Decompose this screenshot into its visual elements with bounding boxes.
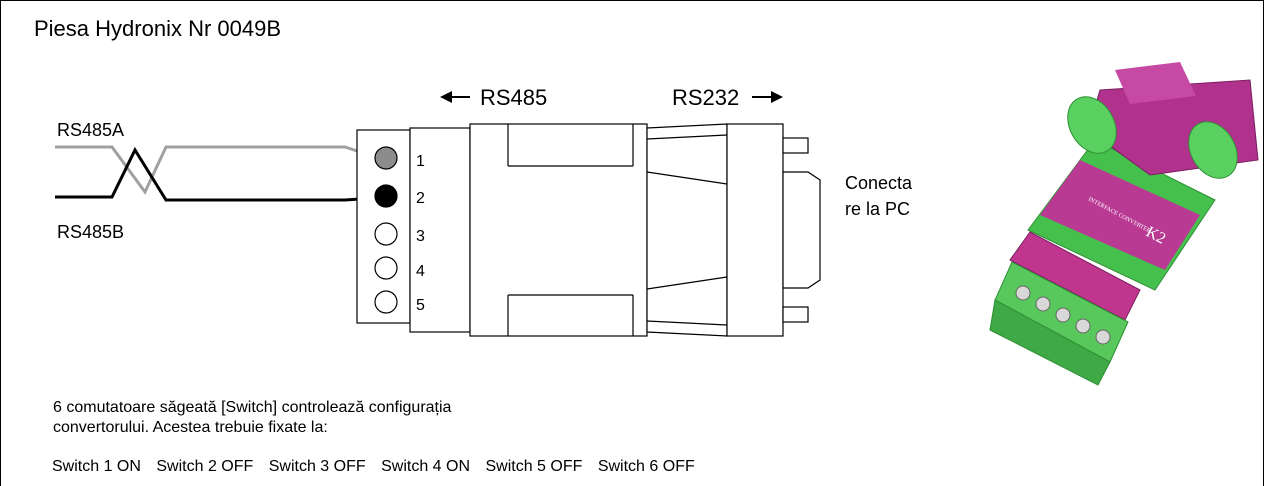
switch-4-setting: Switch 4 ON — [381, 458, 471, 475]
pc-connection-label-line1: Conecta — [845, 173, 913, 193]
converter-detail-lines — [507, 124, 728, 336]
switch-settings: Switch 1 ON Switch 2 OFF Switch 3 OFF Sw… — [52, 458, 706, 476]
wire-b-label: RS485B — [57, 222, 125, 242]
diagram-title: Piesa Hydronix Nr 0049B — [34, 16, 282, 41]
wire-a-label: RS485A — [57, 120, 125, 140]
pin-number-5: 5 — [416, 297, 425, 314]
pin-number-1: 1 — [416, 153, 425, 170]
switch-3-setting: Switch 3 OFF — [268, 458, 366, 475]
terminal-pin-2 — [374, 184, 398, 208]
switch-note-line2: convertorului. Acestea trebuie fixate la… — [53, 419, 328, 436]
rs232-direction-label: RS232 — [672, 85, 740, 110]
switch-1-setting: Switch 1 ON — [52, 458, 141, 475]
arrow-left-icon — [440, 91, 470, 103]
converter-body — [409, 123, 821, 337]
wire-rs485a — [55, 145, 376, 195]
terminal-pin-4 — [374, 256, 398, 280]
pin-number-4: 4 — [416, 263, 425, 280]
switch-6-setting: Switch 6 OFF — [597, 458, 695, 475]
pc-connection-label-line2: re la PC — [845, 199, 911, 219]
pin-number-2: 2 — [416, 190, 425, 207]
rs485-direction-label: RS485 — [480, 85, 548, 110]
terminal-pin-5 — [374, 290, 398, 314]
switch-note-line1: 6 comutatoare săgeată [Switch] controlea… — [53, 399, 452, 416]
pin-number-3: 3 — [416, 228, 425, 245]
converter-photo: K2 INTERFACE CONVERTER — [989, 62, 1259, 386]
switch-note: 6 comutatoare săgeată [Switch] controlea… — [53, 398, 613, 438]
terminal-pin-3 — [374, 222, 398, 246]
wire-rs485b — [55, 146, 376, 202]
terminal-pin-1 — [374, 146, 398, 170]
switch-5-setting: Switch 5 OFF — [485, 458, 583, 475]
switch-2-setting: Switch 2 OFF — [156, 458, 254, 475]
arrow-right-icon — [752, 91, 783, 103]
